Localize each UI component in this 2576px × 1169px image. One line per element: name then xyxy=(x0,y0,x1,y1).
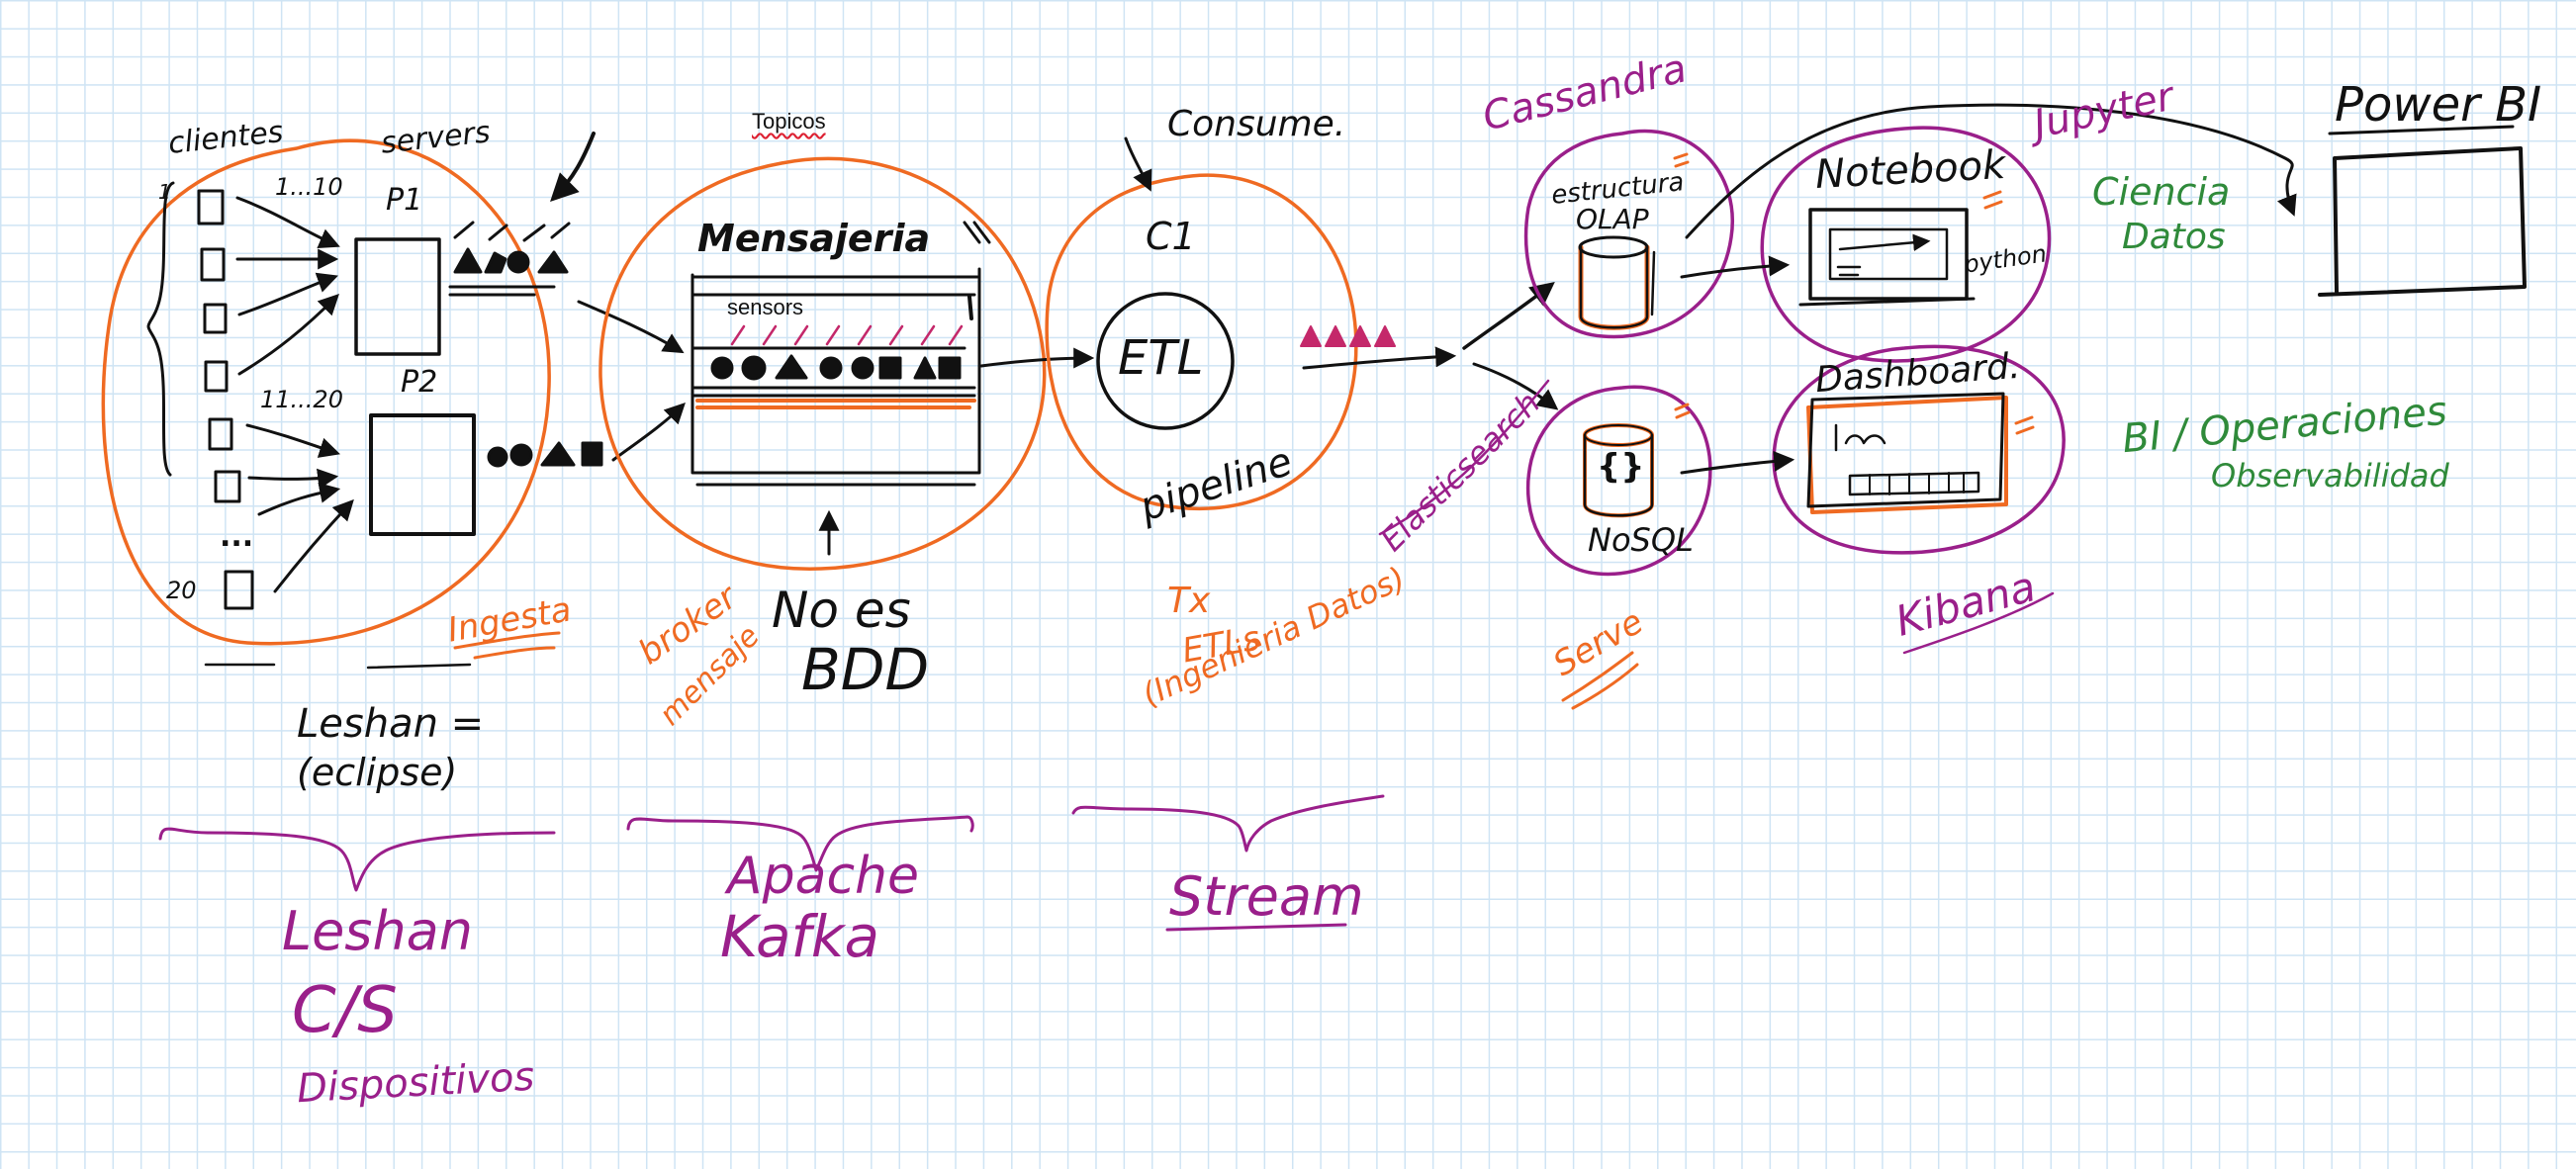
kafka-topic-box xyxy=(690,221,991,487)
range-top-label: 1...10 xyxy=(275,173,343,201)
client-ellipsis: ... xyxy=(220,519,254,554)
topic-orange-band xyxy=(695,399,976,409)
elasticsearch-circle xyxy=(1525,385,1712,577)
nosql-label: NoSQL xyxy=(1588,521,1694,559)
kibana-underline xyxy=(1902,591,2055,655)
p2-to-kafka-arrow xyxy=(611,403,686,462)
cassandra-db-cylinder xyxy=(1578,235,1656,330)
mensajeria-title: Mensajeria xyxy=(697,217,931,260)
ciencia-label: Ciencia xyxy=(2092,170,2231,214)
apache-label: Apache xyxy=(727,847,919,906)
stream-bracket xyxy=(1071,794,1385,853)
cassandra-circle xyxy=(1523,129,1734,339)
bdd-label: BDD xyxy=(801,636,930,703)
client-count-end: 20 xyxy=(166,577,197,604)
olap-label: OLAP xyxy=(1576,203,1649,235)
kafka-label: Kafka xyxy=(720,903,880,970)
server-p2-box xyxy=(369,413,476,536)
no-es-label: No es xyxy=(772,582,911,639)
server-p2-label: P2 xyxy=(401,365,438,400)
client-server-label: C/S xyxy=(292,974,398,1047)
stream-output-events xyxy=(1300,325,1396,347)
ingesta-underline xyxy=(453,631,561,660)
nosql-to-dashboard-arrow xyxy=(1680,450,1795,475)
consumer-arrow xyxy=(1124,136,1152,192)
powerbi-underline xyxy=(2328,125,2515,135)
ingest-circle xyxy=(101,138,551,646)
nosql-braces: {} xyxy=(1597,447,1645,487)
range-bottom-label: 11...20 xyxy=(260,386,343,413)
datos-label: Datos xyxy=(2122,217,2226,257)
cassandra-to-notebook-arrow xyxy=(1680,255,1791,279)
client-device-icons xyxy=(197,189,254,610)
dashboard-equals xyxy=(2014,415,2035,435)
p1-to-kafka-arrow xyxy=(577,300,685,354)
clients-curly-brace xyxy=(146,181,175,477)
server-p1-box xyxy=(354,237,441,356)
kafka-circle xyxy=(598,156,1047,571)
notebook-equals xyxy=(1982,190,2003,210)
to-powerbi-arrow xyxy=(1685,103,2297,239)
leshan-eq-label: Leshan = xyxy=(297,701,485,747)
to-elasticsearch-arrow xyxy=(1472,362,1559,410)
dashboard-screen xyxy=(1806,392,2008,514)
leshan-bracket-title: Leshan xyxy=(282,900,473,962)
client-count-start: 1 xyxy=(158,180,171,204)
client-to-server-arrows xyxy=(235,196,354,593)
tx-label: Tx xyxy=(1167,581,1211,621)
server-p2-output xyxy=(487,441,603,468)
c1-label: C1 xyxy=(1146,215,1196,258)
kafka-bracket xyxy=(626,815,974,872)
observabilidad-label: Observabilidad xyxy=(2211,457,2449,495)
consumer-label: Consume. xyxy=(1167,104,1346,144)
powerbi-screen xyxy=(2318,146,2527,297)
to-cassandra-arrow xyxy=(1462,281,1555,350)
sensors-label: sensors xyxy=(727,295,804,319)
serve-underline xyxy=(1561,651,1639,710)
topic-event-row xyxy=(690,295,973,381)
notebook-label: Notebook xyxy=(1813,142,2007,198)
nosql-equals xyxy=(1674,403,1691,419)
elasticsearch-underline xyxy=(1378,379,1550,536)
server-p1-output xyxy=(448,221,571,297)
leshan-bracket xyxy=(158,827,556,892)
stream-underline xyxy=(1165,923,1347,932)
notebook-screen xyxy=(1798,208,1976,307)
eclipse-label: (eclipse) xyxy=(297,751,458,794)
kafka-to-etl-arrow xyxy=(979,347,1095,369)
server-p1-label: P1 xyxy=(386,183,423,218)
cassandra-equals xyxy=(1673,152,1690,168)
topicos-label: Topicos xyxy=(752,109,826,134)
etl-out-line xyxy=(1302,346,1457,370)
kibana-circle xyxy=(1772,344,2066,555)
topic-red-ticks xyxy=(730,324,964,346)
etl-processor-circle xyxy=(1096,292,1235,430)
dispositivos-label: Dispositivos xyxy=(295,1053,536,1113)
stream-label: Stream xyxy=(1169,865,1364,928)
stream-circle xyxy=(1045,173,1358,510)
baseline-dashes xyxy=(204,663,472,670)
etl-label: ETL xyxy=(1118,330,1204,386)
nosql-db-cylinder xyxy=(1583,423,1654,518)
powerbi-label: Power BI xyxy=(2335,77,2542,133)
jupyter-circle xyxy=(1760,126,2052,363)
arrow-into-p1 xyxy=(550,132,596,202)
